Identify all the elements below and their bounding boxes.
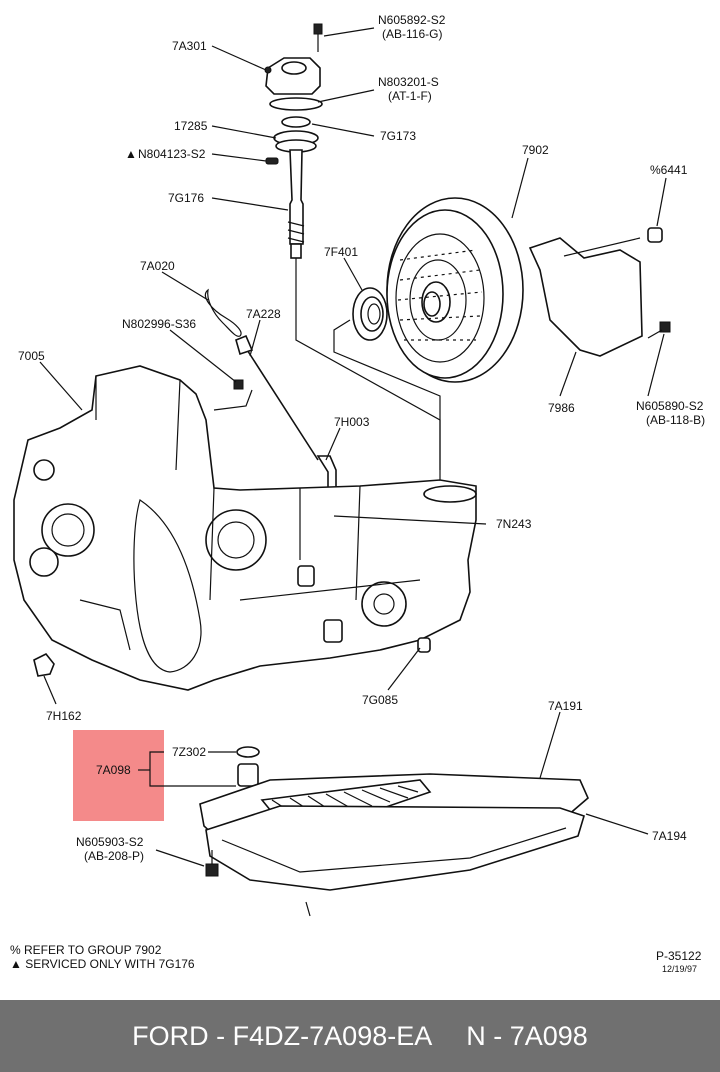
label-7005: 7005 [18, 349, 45, 363]
label-ab116: (AB-116-G) [382, 27, 442, 41]
part-labels: N605892-S2 (AB-116-G) 7A301 N803201-S (A… [18, 13, 705, 863]
label-n605903: N605903-S2 [76, 835, 144, 849]
highlight-box [73, 730, 164, 821]
label-7902: 7902 [522, 143, 549, 157]
speedometer-assembly [264, 23, 323, 259]
label-n605890: N605890-S2 [636, 399, 704, 413]
label-7a098: 7A098 [96, 763, 131, 777]
vent-part [417, 637, 431, 653]
label-7986: 7986 [548, 401, 575, 415]
label-7g176: 7G176 [168, 191, 204, 205]
dipstick [204, 288, 319, 461]
label-7h162: 7H162 [46, 709, 82, 723]
note-serviced: ▲ SERVICED ONLY WITH 7G176 [10, 957, 195, 971]
label-7n243: 7N243 [496, 517, 532, 531]
triangle-icon: ▲ [125, 147, 137, 161]
converter-seal [352, 287, 388, 341]
figure-id: P-35122 [656, 949, 702, 963]
exploded-parts-diagram: N605892-S2 (AB-116-G) 7A301 N803201-S (A… [10, 13, 705, 974]
transaxle-case [13, 365, 477, 691]
bolt-part [647, 321, 671, 339]
label-n802996: N802996-S36 [122, 317, 196, 331]
label-7a020: 7A020 [140, 259, 175, 273]
footer-part-number: FORD - F4DZ-7A098-EA [132, 1020, 433, 1051]
label-6441: %6441 [650, 163, 688, 177]
label-7a301: 7A301 [172, 39, 207, 53]
bolt-part [205, 850, 219, 877]
torque-converter [386, 197, 524, 383]
notes: % REFER TO GROUP 7902 ▲ SERVICED ONLY WI… [10, 943, 702, 974]
figure-date: 12/19/97 [662, 964, 697, 974]
label-7a191: 7A191 [548, 699, 583, 713]
label-7h003: 7H003 [334, 415, 370, 429]
label-at1f: (AT-1-F) [388, 89, 432, 103]
label-ab118: (AB-118-B) [646, 413, 705, 427]
label-ab208: (AB-208-P) [84, 849, 144, 863]
note-refer: % REFER TO GROUP 7902 [10, 943, 162, 957]
filter-pan-assembly [199, 746, 589, 917]
footer-bar: FORD - F4DZ-7A098-EA N - 7A098 [0, 1000, 720, 1072]
label-7z302: 7Z302 [172, 745, 206, 759]
plug-part [33, 652, 55, 677]
label-7g085: 7G085 [362, 693, 398, 707]
nut-part [647, 227, 663, 243]
label-17285: 17285 [174, 119, 208, 133]
label-7a228: 7A228 [246, 307, 281, 321]
label-7g173: 7G173 [380, 129, 416, 143]
label-7f401: 7F401 [324, 245, 358, 259]
label-7a194: 7A194 [652, 829, 687, 843]
bolt-part [233, 379, 244, 390]
label-n804123: N804123-S2 [138, 147, 206, 161]
label-n803201: N803201-S [378, 75, 439, 89]
dust-shield [528, 237, 643, 357]
leader-lines [39, 27, 667, 867]
label-n605892: N605892-S2 [378, 13, 446, 27]
footer-reference: N - 7A098 [466, 1020, 588, 1051]
